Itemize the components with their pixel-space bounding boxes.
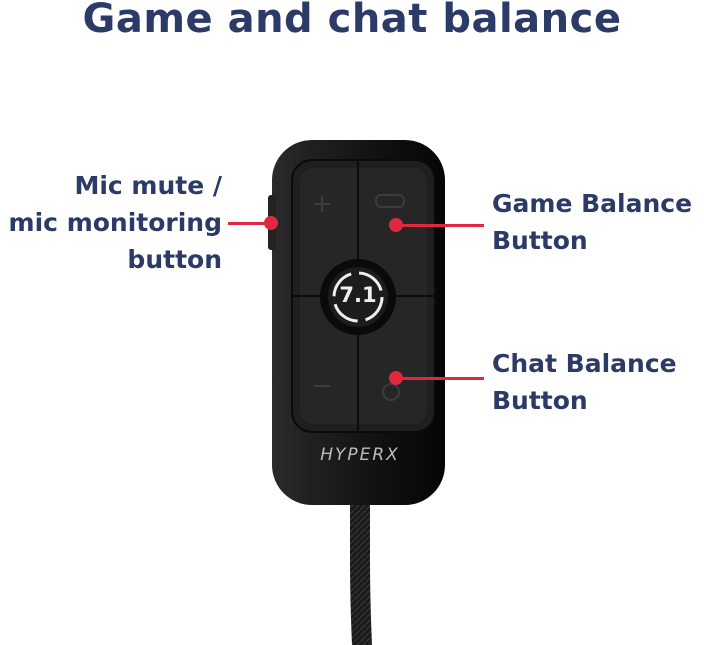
mic-callout-dot: [264, 216, 278, 230]
chat-callout-line: [398, 377, 484, 380]
page-title: Game and chat balance: [82, 0, 622, 42]
cable: [350, 500, 372, 645]
chat-callout-dot: [389, 371, 403, 385]
chat-icon: [382, 383, 400, 401]
surround-button: [328, 267, 388, 327]
surround-7-1-label[interactable]: 7.1: [339, 283, 377, 307]
mic-mute-label: Mic mute / mic monitoring button: [8, 171, 222, 274]
game-callout-dot: [389, 218, 403, 232]
hyperx-logo: HYPERX: [320, 445, 400, 465]
chat-balance-label: Chat Balance Button: [492, 349, 677, 415]
game-callout-line: [398, 224, 484, 227]
game-balance-label: Game Balance Button: [492, 189, 693, 255]
gamepad-icon: [375, 194, 405, 208]
plus-icon: +: [311, 189, 333, 219]
mic-callout-line: [228, 222, 270, 225]
minus-icon: −: [311, 371, 333, 401]
